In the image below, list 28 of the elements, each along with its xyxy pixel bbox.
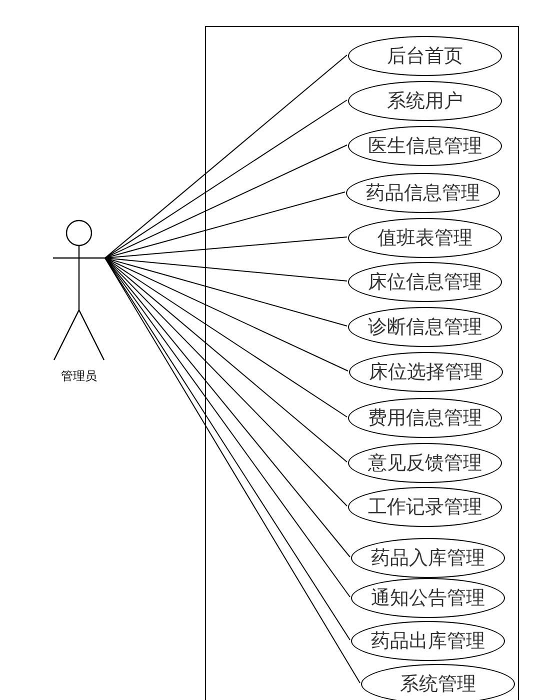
use-case-ellipse: 床位选择管理 — [349, 352, 503, 392]
use-case-ellipse: 费用信息管理 — [348, 398, 502, 438]
association-line — [104, 236, 348, 258]
association-line — [104, 100, 348, 258]
association-line — [104, 258, 348, 462]
use-case-ellipse: 通知公告管理 — [351, 578, 505, 618]
use-case-ellipse: 药品信息管理 — [346, 173, 500, 213]
association-line — [104, 192, 346, 258]
association-line — [104, 258, 348, 282]
use-case-ellipse: 医生信息管理 — [348, 126, 502, 166]
use-case-ellipse: 工作记录管理 — [348, 487, 502, 527]
use-case-ellipse: 后台首页 — [348, 36, 502, 76]
use-case-ellipse: 药品出库管理 — [351, 621, 505, 661]
association-line — [104, 258, 348, 326]
association-line — [104, 258, 348, 506]
use-case-ellipse: 意见反馈管理 — [348, 443, 502, 483]
actor-label: 管理员 — [60, 368, 98, 385]
use-case-ellipse: 值班表管理 — [348, 218, 502, 258]
association-line — [104, 144, 348, 258]
use-case-ellipse: 诊断信息管理 — [348, 307, 502, 347]
use-case-ellipse: 系统管理 — [361, 664, 515, 700]
use-case-ellipse: 床位信息管理 — [348, 262, 502, 302]
system-boundary — [205, 26, 519, 700]
association-line — [104, 258, 348, 372]
use-case-ellipse: 药品入库管理 — [351, 538, 505, 578]
use-case-ellipse: 系统用户 — [348, 81, 502, 121]
association-line — [104, 258, 348, 418]
association-line — [104, 54, 348, 258]
